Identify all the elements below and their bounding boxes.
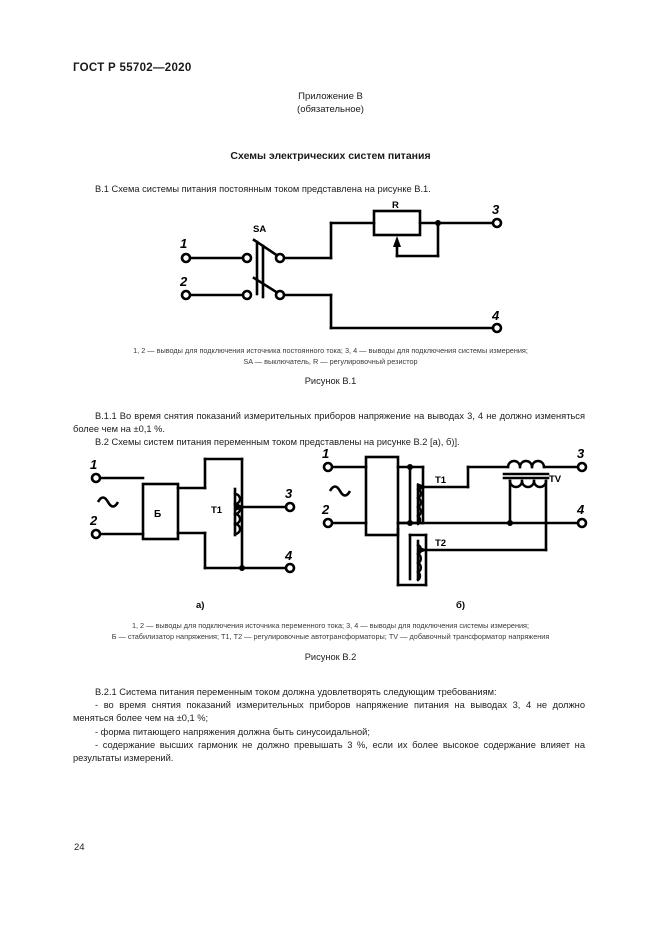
paragraph-b21-item1: - во время снятия показаний измерительны… [73,700,585,724]
appendix-heading: Приложение В (обязательное) [0,90,661,116]
standard-header: ГОСТ Р 55702—2020 [73,62,192,74]
terminal-label-4: 4 [491,308,500,323]
autotransformer-wiper-arrow-t1-b [417,483,428,491]
autotransformer-label-t1-b: T1 [435,475,447,486]
appendix-subtitle: (обязательное) [297,104,364,115]
junction-dot-a [239,565,245,571]
switch-label-sa: SA [253,224,266,235]
subfigure-label-a: а) [196,600,204,611]
paragraph-b2-text: В.2 Схемы систем питания переменным токо… [95,437,460,448]
terminal-label-3: 3 [492,202,500,217]
resistor-label-r: R [392,200,399,211]
section-title: Схемы электрических систем питания [230,150,431,162]
paragraph-b21-item3: - содержание высших гармоник не должно п… [73,739,585,764]
figure-b1-svg: 1 2 3 4 SA R [179,200,503,334]
paragraph-b21: В.2.1 Система питания переменным током д… [73,686,585,765]
paragraph-b21-intro: В.2.1 Система питания переменным током д… [95,687,497,697]
terminal-label-b1: 1 [322,446,329,461]
page-number: 24 [74,842,85,853]
paragraph-b11-text: В.1.1 Во время снятия показаний измерите… [73,411,585,435]
paragraph-b11: В.1.1 Во время снятия показаний измерите… [73,410,585,450]
terminal-label-b3: 3 [577,446,585,461]
figure-b1-caption: 1, 2 — выводы для подключения источника … [60,345,601,367]
terminal-label-a4: 4 [284,548,293,563]
figure-b2-svg: 1 2 3 4 Б T1 а) [89,446,588,611]
autotransformer-wiper-arrow-t2-b [417,546,428,554]
terminal-label-a2: 2 [89,513,98,528]
rheostat-wiper-arrow [393,236,401,247]
ac-source-symbol-a [96,496,120,508]
figure-b1-caption-line2: SA — выключатель, R — регулировочный рез… [243,357,418,366]
figure-b1-diagram: 1 2 3 4 SA R [168,200,513,345]
terminal-label-2: 2 [179,274,188,289]
subfigure-label-b: б) [456,600,465,611]
terminal-label-a3: 3 [285,486,293,501]
junction-dot-b3 [407,464,413,470]
paragraph-b1-text: В.1 Схема системы питания постоянным ток… [95,184,431,194]
junction-dot [435,220,441,226]
figure-b1-caption-line1: 1, 2 — выводы для подключения источника … [133,346,528,355]
transformer-label-tv: TV [549,474,562,485]
terminal-label-b4: 4 [576,502,585,517]
paragraph-b21-item2: - форма питающего напряжения должна быть… [95,726,370,737]
terminal-label-b2: 2 [321,502,330,517]
figure-b2-label: Рисунок В.2 [304,652,357,662]
stabilizer-label-b: Б [154,509,161,520]
terminal-label-a1: 1 [90,457,97,472]
appendix-title: Приложение В [298,91,363,102]
figure-b2-caption-line1: 1, 2 — выводы для подключения источника … [131,621,530,630]
autotransformer-label-t2-b: T2 [435,538,446,549]
junction-dot-b1 [407,520,413,526]
autotransformer-label-t1-a: T1 [211,505,223,516]
ac-source-symbol-b [328,485,352,497]
figure-b1-label: Рисунок В.1 [304,376,357,386]
autotransformer-wiper-arrow-a [235,503,246,511]
figure-b2-diagram: 1 2 3 4 Б T1 а) [78,445,588,618]
figure-b2-caption-line2: Б — стабилизатор напряжения; Т1, Т2 — ре… [111,632,550,641]
paragraph-b1: В.1 Схема системы питания постоянным ток… [73,183,583,196]
junction-dot-b2 [507,520,513,526]
terminal-label-1: 1 [180,236,187,251]
figure-b2-caption: 1, 2 — выводы для подключения источника … [60,620,601,642]
